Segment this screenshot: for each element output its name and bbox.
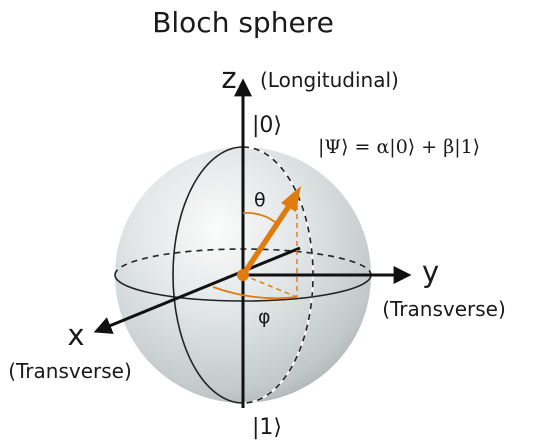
x-axis-name: (Transverse): [8, 359, 132, 383]
state-vector: [240, 203, 292, 278]
z-axis-name: (Longitudinal): [260, 68, 399, 92]
x-axis: [93, 246, 301, 334]
state-equation: |Ψ⟩ = α|0⟩ + β|1⟩: [318, 136, 480, 158]
phi-arc: [212, 286, 298, 300]
y-axis-name: (Transverse): [382, 297, 506, 321]
phi-label: φ: [258, 306, 271, 328]
y-axis-symbol: y: [422, 255, 439, 289]
origin-point: [237, 269, 249, 281]
projection-equatorial: [242, 274, 298, 298]
ket-one-label: |1⟩: [252, 415, 282, 440]
state-vector-arrowhead: [281, 186, 301, 212]
ket-zero-label: |0⟩: [252, 113, 282, 138]
theta-label: θ: [254, 189, 266, 211]
z-axis-symbol: z: [221, 61, 236, 95]
diagram-title: Bloch sphere: [152, 6, 334, 39]
theta-arc: [242, 212, 276, 223]
x-axis-symbol: x: [67, 318, 84, 352]
